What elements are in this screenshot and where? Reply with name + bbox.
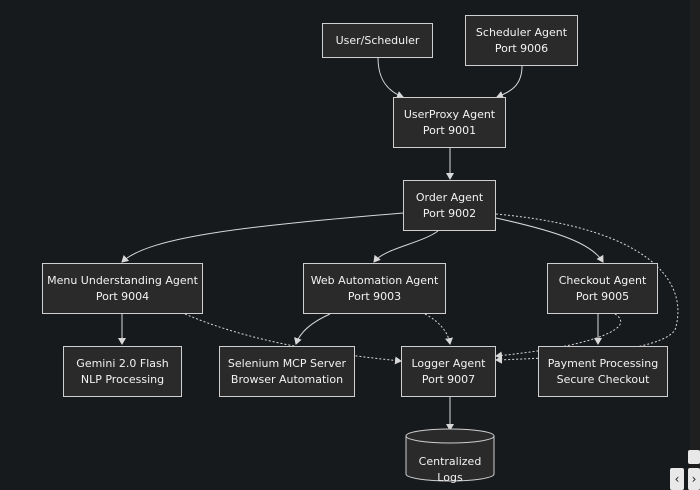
node-port: Port 9006: [494, 41, 549, 55]
node-label: User/Scheduler: [335, 33, 420, 47]
node-payment-processing: Payment Processing Secure Checkout: [538, 346, 668, 397]
node-logger-agent: Logger Agent Port 9007: [401, 346, 496, 397]
node-web-automation-agent: Web Automation Agent Port 9003: [303, 263, 446, 314]
node-sublabel: NLP Processing: [80, 372, 165, 386]
node-sublabel: Secure Checkout: [556, 372, 650, 386]
node-checkout-agent: Checkout Agent Port 9005: [547, 263, 658, 314]
node-label: UserProxy Agent: [403, 107, 496, 121]
edge-scheduler-to-userproxy: [496, 65, 523, 99]
vertical-scrollbar[interactable]: [690, 0, 700, 490]
node-userproxy-agent: UserProxy Agent Port 9001: [393, 97, 506, 148]
edge-order-to-logger: [495, 213, 679, 364]
node-label: Logger Agent: [411, 356, 486, 370]
node-port: Port 9001: [422, 123, 477, 137]
edge-checkout-to-logger: [495, 313, 622, 360]
node-label: Scheduler Agent: [475, 25, 568, 39]
prev-button[interactable]: ‹: [670, 468, 684, 490]
node-port: Port 9004: [95, 289, 150, 303]
scroll-corner: [688, 450, 700, 464]
edge-order-to-web: [373, 230, 439, 263]
node-label: Gemini 2.0 Flash: [76, 356, 169, 370]
centralized-logs-cylinder: [405, 428, 495, 482]
node-order-agent: Order Agent Port 9002: [403, 180, 496, 231]
edge-user-to-userproxy: [377, 57, 404, 99]
edge-order-to-menu: [121, 212, 404, 263]
node-port: Port 9003: [347, 289, 402, 303]
node-port: Port 9002: [422, 206, 477, 220]
edge-web-to-selenium: [294, 313, 331, 345]
node-sublabel: Browser Automation: [230, 372, 344, 386]
node-label: Order Agent: [415, 190, 484, 204]
node-label: Payment Processing: [547, 356, 659, 370]
edge-web-to-logger: [424, 313, 453, 345]
node-gemini: Gemini 2.0 Flash NLP Processing: [63, 346, 182, 397]
node-label: Web Automation Agent: [310, 273, 439, 287]
node-scheduler-agent: Scheduler Agent Port 9006: [465, 15, 578, 66]
node-user-scheduler: User/Scheduler: [322, 23, 433, 58]
node-label: Menu Understanding Agent: [47, 273, 198, 287]
node-label: Checkout Agent: [558, 273, 647, 287]
node-port: Port 9005: [575, 289, 630, 303]
node-selenium-mcp-server: Selenium MCP Server Browser Automation: [219, 346, 355, 397]
node-label: Selenium MCP Server: [227, 356, 347, 370]
node-port: Port 9007: [421, 372, 476, 386]
edge-order-to-checkout: [495, 217, 604, 263]
centralized-logs-label: Centralized Logs: [418, 455, 482, 484]
next-button[interactable]: ›: [688, 468, 700, 490]
node-menu-understanding-agent: Menu Understanding Agent Port 9004: [42, 263, 203, 314]
